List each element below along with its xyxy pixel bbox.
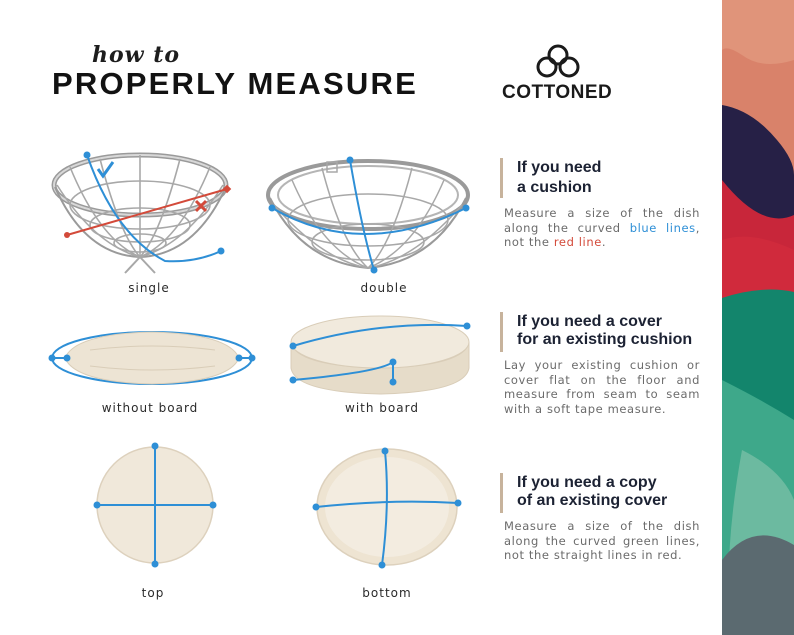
caption-bottom: bottom (362, 586, 412, 600)
body-blue-text: blue lines (629, 220, 696, 235)
double-basket-illustration (266, 156, 470, 274)
body-text: . (601, 235, 607, 249)
caption-top: top (141, 586, 165, 600)
section-body: Measure a size of the dish along the cur… (504, 206, 700, 250)
single-basket-illustration (51, 151, 232, 274)
round-cushion-top-illustration (93, 442, 217, 568)
section-title-line1: If you need a copy (517, 474, 657, 491)
section-cover: If you need a cover for an existing cush… (500, 312, 710, 432)
caption-with-board: with board (345, 401, 419, 415)
cushion-without-board-illustration (48, 331, 256, 385)
check-icon (96, 161, 115, 179)
section-accent-bar (500, 312, 503, 352)
section-title-line2: a cushion (517, 179, 592, 196)
section-body: Lay your existing cushion or cover flat … (504, 358, 700, 416)
caption-double: double (360, 281, 408, 295)
caption-without-board: without board (101, 401, 199, 415)
round-cushion-bottom-illustration (312, 447, 462, 569)
page-title: PROPERLY MEASURE (52, 66, 418, 101)
section-title-line2: of an existing cover (517, 492, 668, 509)
cloud-logo-icon (536, 44, 580, 78)
body-red-text: red line (553, 235, 602, 249)
section-accent-bar (500, 473, 503, 513)
body-text: Measure a size of the dish along the cur… (504, 206, 700, 235)
cushion-with-board-illustration (289, 315, 471, 395)
section-cushion: If you need a cushion Measure a size of … (500, 158, 710, 250)
section-body: Measure a size of the dish along the cur… (504, 519, 700, 562)
decorative-side-art (722, 0, 794, 635)
subtitle: how to (92, 42, 181, 68)
section-title-line1: If you need (517, 159, 602, 176)
brand-name: COTTONED (502, 82, 613, 103)
section-copy: If you need a copy of an existing cover … (500, 473, 710, 583)
caption-single: single (128, 281, 170, 295)
section-title-line2: for an existing cushion (517, 331, 693, 348)
section-title-line1: If you need a cover (517, 313, 662, 330)
section-accent-bar (500, 158, 503, 198)
body-text: , not the (504, 220, 700, 250)
cross-icon (194, 199, 208, 213)
